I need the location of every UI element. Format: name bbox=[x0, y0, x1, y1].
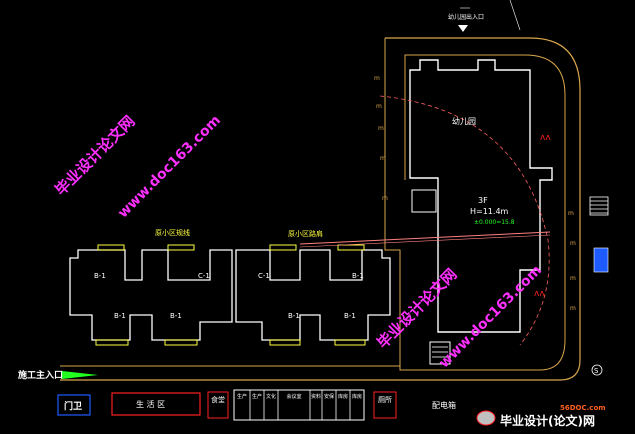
construction-entrance-arrow-icon bbox=[62, 371, 98, 379]
svg-text:m: m bbox=[570, 275, 576, 282]
kindergarten-room bbox=[411, 189, 437, 213]
canteen-box bbox=[207, 391, 229, 419]
north-symbol-icon bbox=[591, 364, 603, 376]
svg-text:m: m bbox=[570, 240, 576, 247]
survey-line bbox=[299, 231, 551, 245]
svg-text:m: m bbox=[570, 305, 576, 312]
svg-text:m: m bbox=[380, 155, 386, 162]
water-tank bbox=[593, 247, 609, 273]
office-row bbox=[233, 389, 365, 421]
svg-text:m: m bbox=[376, 103, 382, 110]
apartment-outline bbox=[69, 249, 233, 341]
svg-text:m: m bbox=[374, 75, 380, 82]
stair-box bbox=[429, 341, 451, 365]
apartment-outline-right bbox=[235, 249, 391, 341]
svg-text:m: m bbox=[378, 125, 384, 132]
toilet-box bbox=[373, 391, 397, 419]
site-fence-outer bbox=[60, 37, 581, 381]
svg-text:m: m bbox=[568, 210, 574, 217]
footer-logo-icon bbox=[476, 410, 496, 426]
living-area-box bbox=[111, 392, 201, 416]
guard-box bbox=[57, 394, 91, 416]
svg-text:ʌʌ: ʌʌ bbox=[540, 133, 551, 143]
kindergarten-outline bbox=[409, 59, 553, 333]
svg-text:S: S bbox=[594, 367, 599, 375]
svg-text:ʌʌ: ʌʌ bbox=[534, 289, 545, 299]
site-fence-inner bbox=[384, 38, 566, 371]
entrance-arrow-icon bbox=[458, 25, 468, 32]
brick-hatch-icon bbox=[589, 196, 609, 216]
svg-text:m: m bbox=[382, 195, 388, 202]
setback-curve bbox=[379, 95, 550, 346]
